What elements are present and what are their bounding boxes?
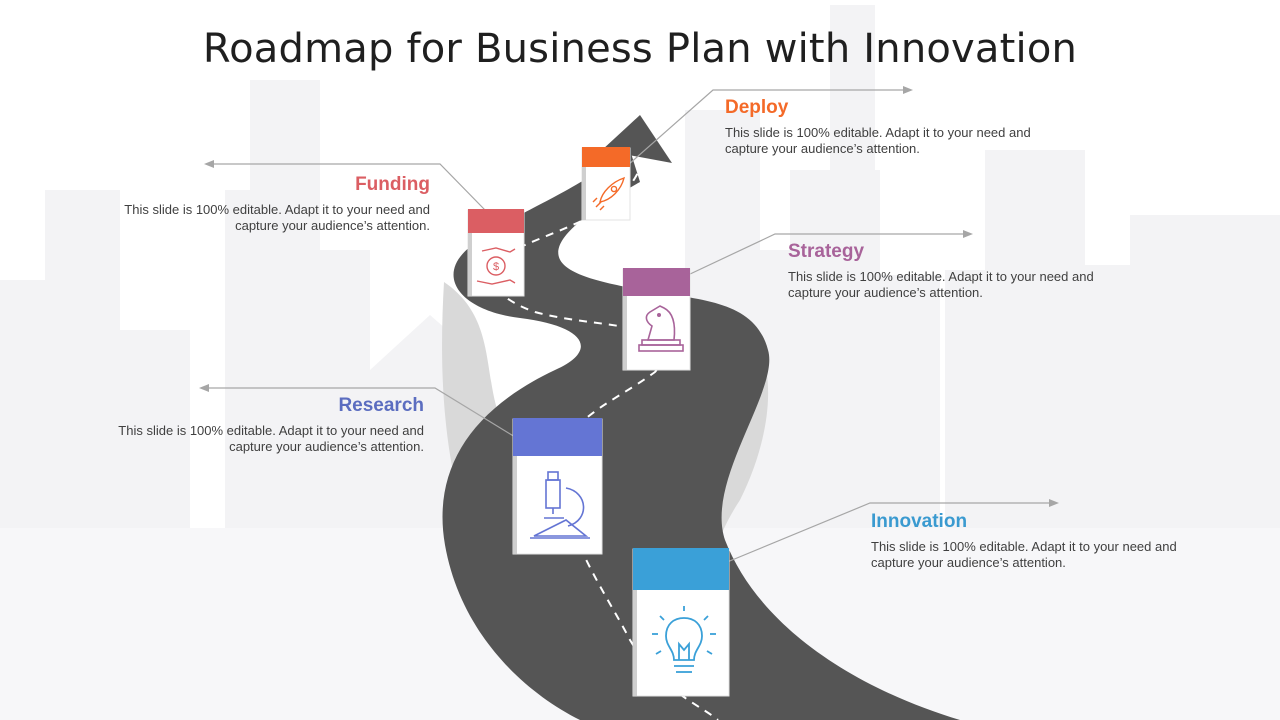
step-innovation-title: Innovation xyxy=(871,511,968,532)
card-strategy xyxy=(622,268,691,371)
card-research xyxy=(512,418,603,555)
card-strategy-header xyxy=(623,268,690,296)
step-deploy-title: Deploy xyxy=(725,97,789,118)
card-deploy-header xyxy=(582,147,630,167)
connector-arrowheads xyxy=(199,86,1059,507)
road-center-line xyxy=(492,159,719,720)
microscope-icon xyxy=(530,471,590,539)
card-research-header xyxy=(513,418,602,456)
rocket-icon xyxy=(592,176,625,211)
step-funding-title: Funding xyxy=(355,174,430,195)
money-hands-icon: $ xyxy=(476,247,516,285)
lightbulb-icon xyxy=(652,606,716,673)
road xyxy=(442,150,960,720)
card-funding-header xyxy=(468,209,524,233)
card-innovation xyxy=(632,548,730,697)
step-strategy-title: Strategy xyxy=(788,241,865,262)
svg-text:$: $ xyxy=(493,261,499,273)
card-funding: $ xyxy=(467,209,525,297)
connectors xyxy=(205,89,1055,566)
step-funding: Funding This slide is 100% editable. Ada… xyxy=(90,174,430,234)
step-funding-description: This slide is 100% editable. Adapt it to… xyxy=(124,202,430,233)
step-innovation: Innovation This slide is 100% editable. … xyxy=(871,511,1216,571)
step-strategy: Strategy This slide is 100% editable. Ad… xyxy=(788,241,1128,301)
step-research-description: This slide is 100% editable. Adapt it to… xyxy=(118,423,424,454)
chess-knight-icon xyxy=(638,305,684,352)
step-deploy: Deploy This slide is 100% editable. Adap… xyxy=(725,97,1055,157)
card-deploy xyxy=(581,147,631,221)
step-research: Research This slide is 100% editable. Ad… xyxy=(84,395,424,455)
step-innovation-description: This slide is 100% editable. Adapt it to… xyxy=(871,539,1177,570)
city-skyline xyxy=(0,5,1280,540)
step-strategy-description: This slide is 100% editable. Adapt it to… xyxy=(788,269,1094,300)
page-title: Roadmap for Business Plan with Innovatio… xyxy=(202,26,1078,72)
step-research-title: Research xyxy=(338,395,424,416)
card-innovation-header xyxy=(633,548,729,590)
step-deploy-description: This slide is 100% editable. Adapt it to… xyxy=(725,125,1031,156)
